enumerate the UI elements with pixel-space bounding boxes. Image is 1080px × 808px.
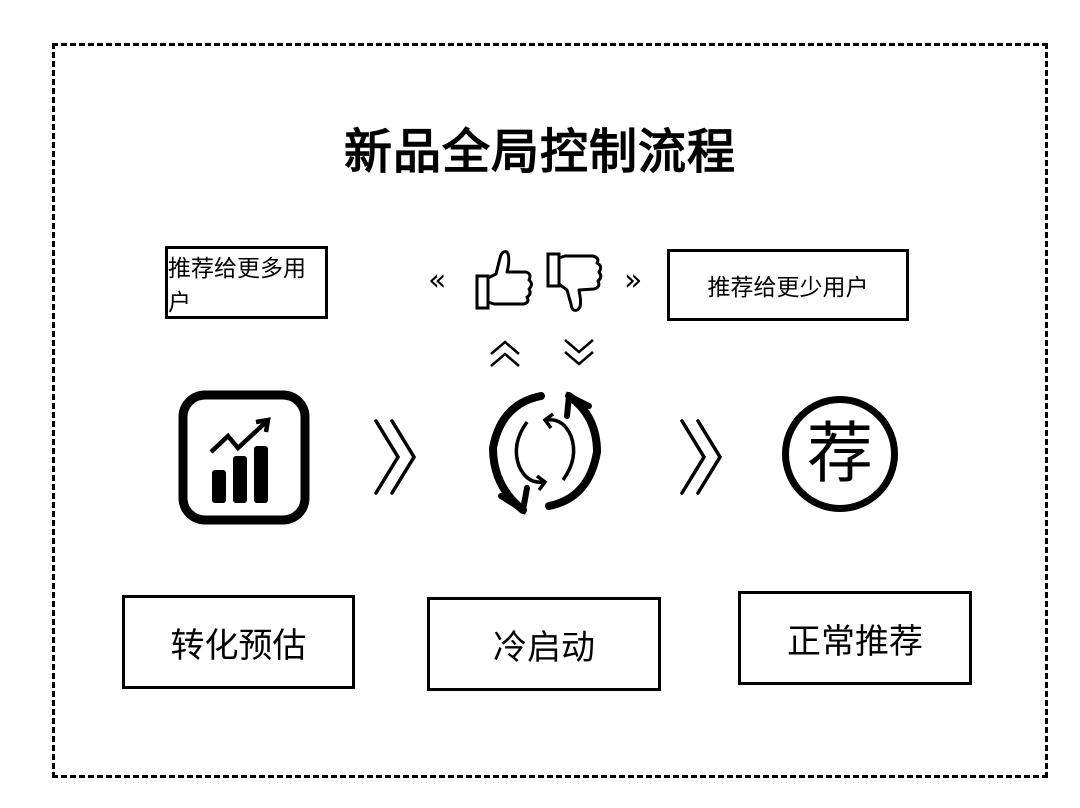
stage-label: 冷启动 [493, 627, 595, 668]
stage-box-conversion-estimate: 转化预估 [122, 595, 355, 689]
recommend-badge-char: 荐 [807, 415, 873, 492]
double-chevron-down-icon [564, 339, 594, 366]
recommend-fewer-users-box: 推荐给更少用户 [667, 249, 909, 321]
thumbs-up-icon [475, 250, 533, 310]
recommend-more-users-box: 推荐给更多用户 [165, 246, 328, 319]
diagram-title: 新品全局控制流程 [343, 124, 736, 180]
thumbs-down-icon [546, 252, 603, 312]
recommend-more-users-label: 推荐给更多用户 [168, 255, 306, 316]
double-chevron-right-icon [374, 419, 417, 495]
stage-label: 转化预估 [170, 625, 307, 666]
double-chevron-up-icon [490, 340, 520, 367]
stage-box-cold-start: 冷启动 [427, 597, 661, 691]
double-chevron-right-icon [680, 419, 723, 495]
recommend-badge-circle: 荐 [782, 396, 898, 512]
refresh-cycle-icon [488, 391, 602, 515]
recommend-fewer-users-label: 推荐给更少用户 [707, 275, 869, 301]
double-chevron-left-icon: « [428, 263, 447, 298]
double-chevron-right-icon: » [624, 263, 643, 298]
stage-box-normal-recommend: 正常推荐 [738, 591, 972, 685]
dashed-frame [52, 43, 1048, 778]
growth-chart-icon [178, 390, 310, 525]
stage-label: 正常推荐 [787, 621, 923, 662]
